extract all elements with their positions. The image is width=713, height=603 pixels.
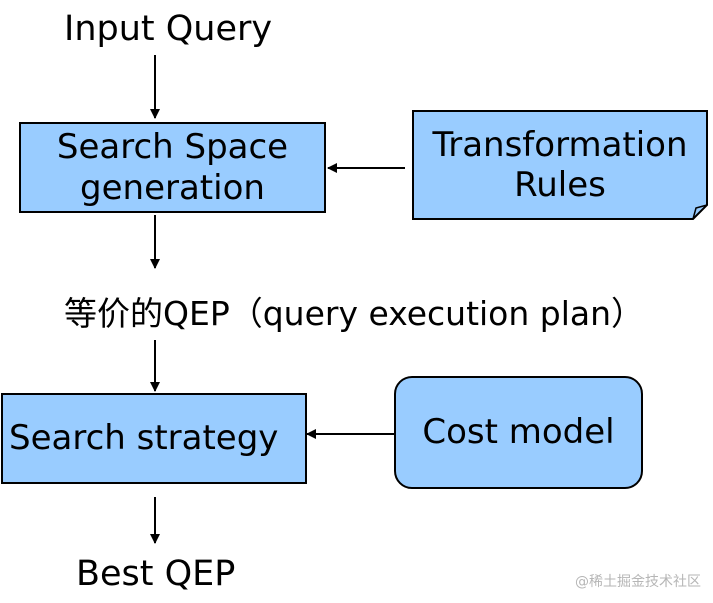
equivalent-qep-prefix: 等价的: [64, 294, 163, 333]
transformation-rules-shape: [412, 110, 708, 220]
best-qep-label: Best QEP: [76, 554, 236, 594]
cost-model-box: Cost model: [394, 376, 643, 489]
watermark-text: @稀土掘金技术社区: [575, 574, 701, 590]
equivalent-qep-text: QEP（query execution plan）: [163, 294, 645, 333]
search-strategy-label: Search strategy: [9, 418, 279, 459]
search-strategy-box: Search strategy: [1, 393, 307, 484]
search-space-generation-box: Search Space generation: [19, 122, 326, 213]
search-space-generation-label: Search Space generation: [56, 127, 289, 208]
transformation-rules-fold: [692, 204, 708, 220]
equivalent-qep-label: 等价的QEP（query execution plan）: [64, 297, 644, 330]
input-query-label: Input Query: [64, 9, 273, 49]
transformation-rules-label: Transformation Rules: [432, 124, 688, 205]
cost-model-label: Cost model: [422, 412, 615, 453]
transformation-rules-box: Transformation Rules: [413, 111, 707, 219]
